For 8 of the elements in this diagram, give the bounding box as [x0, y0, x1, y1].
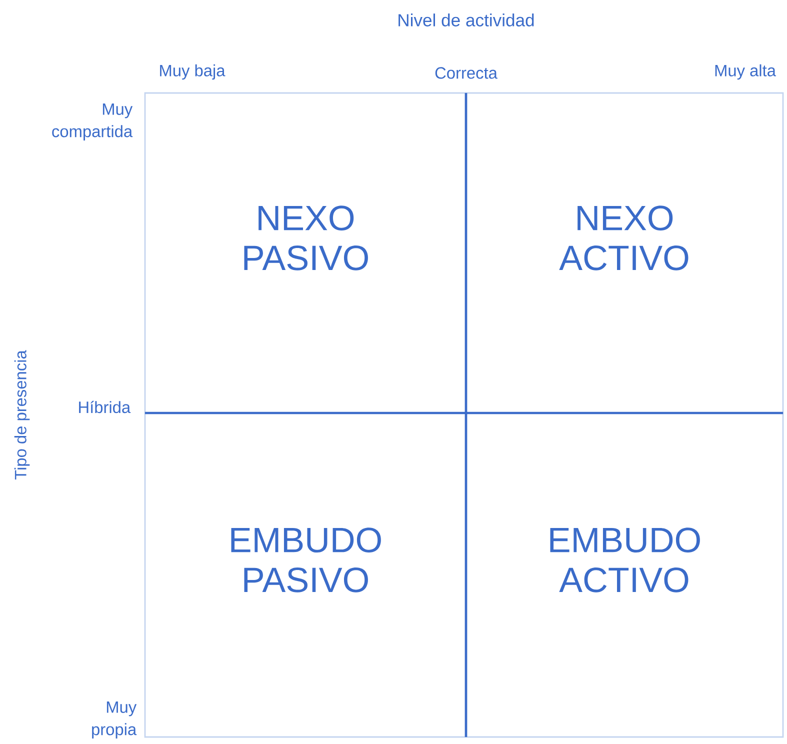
quadrant-box: NEXO ACTIVO: [465, 92, 784, 414]
axis-label: Correcta: [435, 67, 498, 79]
axis-label: Híbrida: [79, 400, 131, 414]
axis-title: Tipo de presencia: [14, 350, 30, 480]
axis-title: Nivel de actividad: [398, 14, 534, 26]
quadrant-box: EMBUDO ACTIVO: [465, 412, 784, 738]
quadrant-box: EMBUDO PASIVO: [144, 412, 467, 738]
quadrant-box: NEXO PASIVO: [144, 92, 467, 414]
